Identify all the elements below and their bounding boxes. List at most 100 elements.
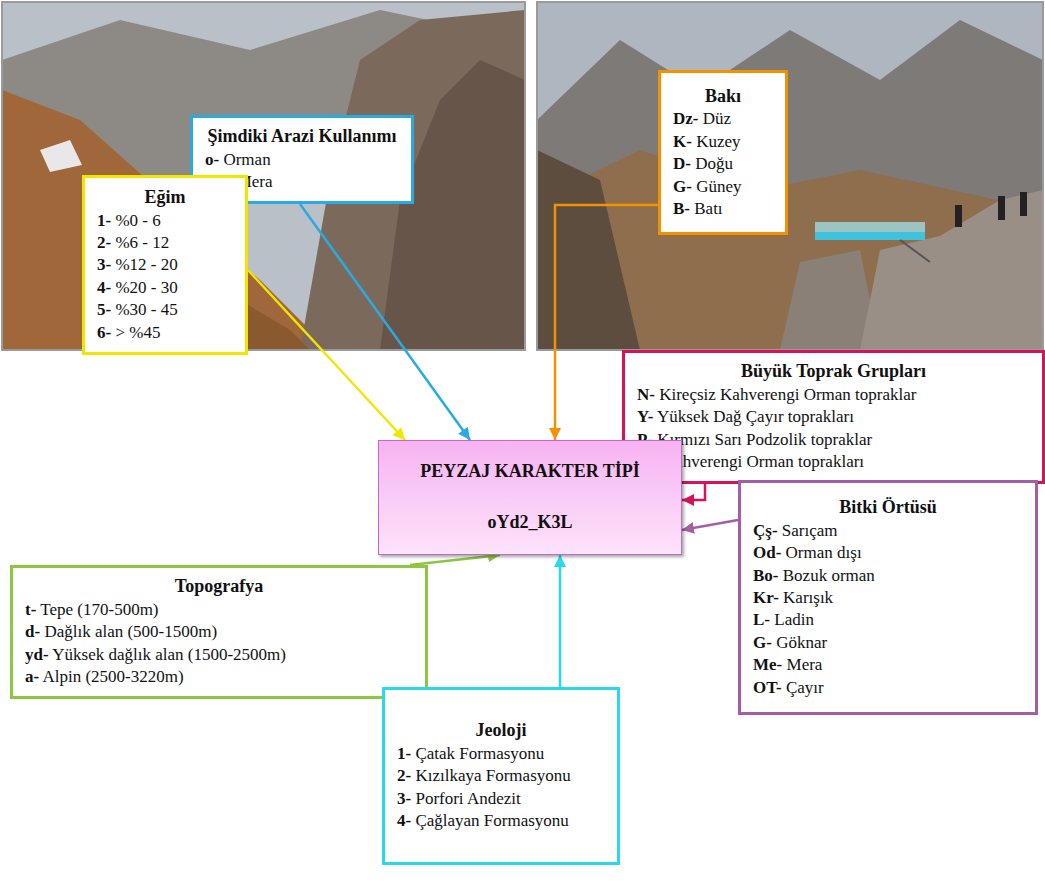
connector-arrow xyxy=(410,555,500,565)
entry-meaning: Ladin xyxy=(770,610,814,629)
legend-box: Eğim1- %0 - 62- %6 - 123- %12 - 204- %20… xyxy=(82,175,248,355)
code-entry: OT- Çayır xyxy=(753,677,824,699)
code-entry: 4- %20 - 30 xyxy=(97,277,178,299)
code-entry: 2- %6 - 12 xyxy=(97,232,169,254)
entry-meaning: Tepe (170-500m) xyxy=(36,600,158,619)
person xyxy=(955,205,962,227)
code-entry: yd- Yüksek dağlık alan (1500-2500m) xyxy=(25,644,286,666)
entry-meaning: Kireçsiz Kahverengi Orman topraklar xyxy=(655,385,917,404)
box-heading: Bitki Örtüsü xyxy=(839,496,937,520)
code-entry: d- Dağlık alan (500-1500m) xyxy=(25,621,217,643)
entry-meaning: %30 - 45 xyxy=(111,300,178,319)
box-heading: Şimdiki Arazi Kullanımı xyxy=(207,125,396,149)
connector-arrow xyxy=(682,520,738,530)
code-entry: N- Kireçsiz Kahverengi Orman topraklar xyxy=(637,384,916,406)
photo-frame xyxy=(2,2,525,350)
entry-meaning: Mera xyxy=(782,655,822,674)
entry-code: D- xyxy=(673,154,691,173)
entry-meaning: Çatak Formasyonu xyxy=(411,744,544,763)
code-entry: K- Kuzey xyxy=(673,131,741,153)
entry-meaning: Yüksek Dağ Çayır toprakları xyxy=(653,407,853,426)
entry-code: G- xyxy=(753,633,772,652)
code-entry: 5- %30 - 45 xyxy=(97,299,178,321)
entry-code: Çş- xyxy=(753,521,778,540)
code-entry: Kr- Karışık xyxy=(753,587,833,609)
box-heading: Topografya xyxy=(175,575,263,599)
entry-meaning: Doğu xyxy=(691,154,733,173)
platform-support xyxy=(900,240,930,262)
entry-meaning: Orman dışı xyxy=(781,543,861,562)
right-photo xyxy=(537,2,1043,350)
code-entry: D- Doğu xyxy=(673,153,733,175)
code-entry: 2- Kızılkaya Formasyonu xyxy=(397,765,571,787)
entry-meaning: Dağlık alan (500-1500m) xyxy=(40,622,217,641)
code-entry: t- Tepe (170-500m) xyxy=(25,599,159,621)
code-entry: oYd2_K3L xyxy=(487,511,572,535)
entry-meaning: %12 - 20 xyxy=(111,255,178,274)
entry-meaning: Kırmızı Sarı Podzolik topraklar xyxy=(653,430,872,449)
code-entry: Me- Mera xyxy=(753,654,822,676)
entry-code: 2- xyxy=(97,233,111,252)
code-entry: Od- Orman dışı xyxy=(753,542,862,564)
result-box: PEYZAJ KARAKTER TİPİ oYd2_K3L xyxy=(378,440,682,555)
entry-meaning: %6 - 12 xyxy=(111,233,169,252)
photo-sky xyxy=(537,2,1043,350)
entry-code: 5- xyxy=(97,300,111,319)
code-entry: Dz- Düz xyxy=(673,108,731,130)
entry-meaning: %20 - 30 xyxy=(111,278,178,297)
code-entry: Çş- Sarıçam xyxy=(753,520,838,542)
box-heading: PEYZAJ KARAKTER TİPİ xyxy=(420,460,640,484)
rock-cliff xyxy=(860,190,1043,350)
code-entry: B- Batı xyxy=(673,198,723,220)
entry-code: d- xyxy=(25,622,40,641)
entry-meaning: Güney xyxy=(692,177,742,196)
entry-code: 4- xyxy=(97,278,111,297)
legend-box: BakıDz- DüzK- KuzeyD- DoğuG- GüneyB- Bat… xyxy=(658,70,788,235)
entry-meaning: Orman xyxy=(219,150,270,169)
code-entry: o- Orman xyxy=(205,149,271,171)
entry-meaning: Batı xyxy=(690,199,723,218)
entry-meaning: Bozuk orman xyxy=(779,566,875,585)
legend-box: Jeoloji1- Çatak Formasyonu2- Kızılkaya F… xyxy=(382,687,620,865)
code-entry: 1- Çatak Formasyonu xyxy=(397,743,544,765)
legend-box: Bitki ÖrtüsüÇş- SarıçamOd- Orman dışıBo-… xyxy=(738,480,1038,715)
person xyxy=(1020,192,1027,216)
code-entry: 3- %12 - 20 xyxy=(97,254,178,276)
code-entry: Y- Yüksek Dağ Çayır toprakları xyxy=(637,406,854,428)
connector-arrow xyxy=(682,484,705,500)
person xyxy=(998,196,1005,220)
entry-code: 6- xyxy=(97,323,111,342)
entry-code: G- xyxy=(673,177,692,196)
entry-code: Y- xyxy=(637,407,653,426)
entry-meaning: Alpin (2500-3220m) xyxy=(39,667,184,686)
entry-code: yd- xyxy=(25,645,49,664)
canyon-wall xyxy=(537,150,640,350)
entry-code: 3- xyxy=(97,255,111,274)
entry-code: N- xyxy=(637,385,655,404)
entry-code: 4- xyxy=(397,811,411,830)
code-entry: G- Göknar xyxy=(753,632,827,654)
entry-code: o- xyxy=(205,150,219,169)
entry-code: t- xyxy=(25,600,36,619)
photo-frame xyxy=(537,2,1043,350)
code-entry: 6- > %45 xyxy=(97,322,160,344)
entry-code: 1- xyxy=(97,211,111,230)
photo-sky xyxy=(2,2,525,350)
entry-code: 2- xyxy=(397,766,411,785)
glass-railing xyxy=(815,222,925,232)
entry-meaning: Porfori Andezit xyxy=(411,789,521,808)
entry-meaning: Çağlayan Formasyonu xyxy=(411,811,569,830)
entry-code: a- xyxy=(25,667,39,686)
entry-code: 3- xyxy=(397,789,411,808)
entry-meaning: Düz xyxy=(698,109,731,128)
box-heading: Jeoloji xyxy=(476,719,527,743)
entry-meaning: Göknar xyxy=(772,633,827,652)
entry-code: OT- xyxy=(753,678,782,697)
entry-code: L- xyxy=(753,610,770,629)
entry-meaning: Kahverengi Orman toprakları xyxy=(659,452,864,471)
code-entry: a- Alpin (2500-3220m) xyxy=(25,666,184,688)
entry-meaning: Sarıçam xyxy=(778,521,838,540)
connector-arrow xyxy=(559,555,562,687)
entry-meaning: > %45 xyxy=(111,323,160,342)
